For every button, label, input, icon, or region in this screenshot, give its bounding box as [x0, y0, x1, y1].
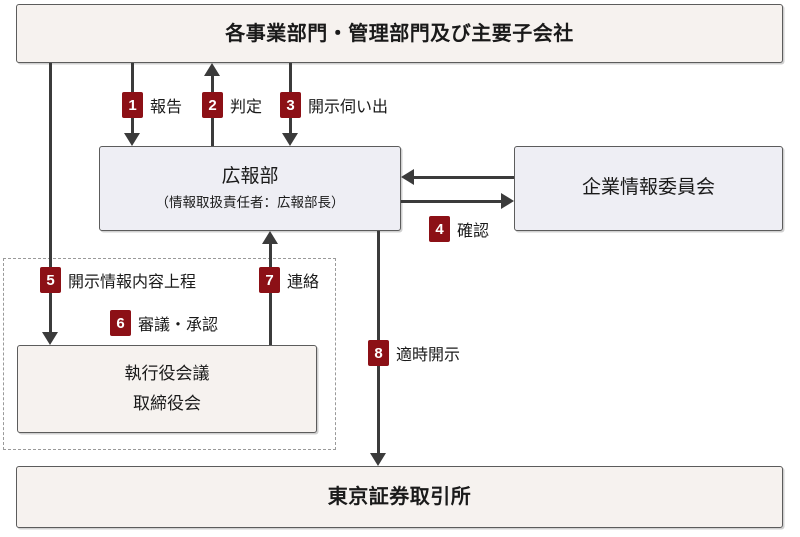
- connector-4-left-line: [414, 176, 514, 179]
- node-info-committee-label: 企業情報委員会: [581, 177, 715, 199]
- node-divisions[interactable]: 各事業部門・管理部門及び主要子会社: [16, 4, 783, 63]
- node-pr-department[interactable]: 広報部 （情報取扱責任者：広報部長）: [99, 146, 401, 231]
- connector-7-arrowhead: [262, 231, 278, 244]
- step-label-2: 2 判定: [202, 92, 264, 118]
- connector-5-line: [49, 63, 52, 338]
- step-label-1: 1 報告: [122, 92, 184, 118]
- connector-5-arrowhead: [42, 332, 58, 345]
- node-exchange[interactable]: 東京証券取引所: [16, 466, 783, 528]
- connector-8-arrowhead: [370, 453, 386, 466]
- step-4-text: 確認: [456, 217, 491, 241]
- node-divisions-label: 各事業部門・管理部門及び主要子会社: [225, 22, 574, 45]
- step-2-text: 判定: [229, 93, 264, 117]
- step-7-text: 連絡: [286, 268, 321, 292]
- connector-4-right-line: [401, 200, 501, 203]
- step-5-number: 5: [40, 267, 61, 293]
- step-1-text: 報告: [149, 93, 184, 117]
- step-label-8: 8 適時開示: [368, 340, 462, 366]
- step-label-6: 6 審議・承認: [110, 310, 220, 336]
- node-board-line2: 取締役会: [133, 394, 201, 413]
- step-label-5: 5 開示情報内容上程: [40, 267, 198, 293]
- step-3-text: 開示伺い出: [307, 93, 390, 117]
- node-pr-department-sublabel: （情報取扱責任者：広報部長）: [155, 195, 345, 211]
- node-pr-department-label: 広報部: [221, 166, 279, 188]
- step-6-text: 審議・承認: [137, 311, 220, 335]
- connector-3-arrowhead: [282, 133, 298, 146]
- step-7-number: 7: [259, 267, 280, 293]
- connector-4-left-arrowhead: [401, 169, 414, 185]
- step-label-3: 3 開示伺い出: [280, 92, 390, 118]
- connector-1-arrowhead: [124, 133, 140, 146]
- step-2-number: 2: [202, 92, 223, 118]
- step-3-number: 3: [280, 92, 301, 118]
- step-8-number: 8: [368, 340, 389, 366]
- step-5-text: 開示情報内容上程: [67, 268, 198, 292]
- node-exchange-label: 東京証券取引所: [327, 486, 472, 508]
- step-8-text: 適時開示: [395, 341, 462, 365]
- step-4-number: 4: [429, 216, 450, 242]
- step-label-4: 4 確認: [429, 216, 491, 242]
- step-6-number: 6: [110, 310, 131, 336]
- node-board-line1: 執行役会議: [124, 364, 210, 384]
- connector-2-arrowhead: [204, 63, 220, 76]
- step-label-7: 7 連絡: [259, 267, 321, 293]
- connector-4-right-arrowhead: [501, 193, 514, 209]
- step-1-number: 1: [122, 92, 143, 118]
- node-board[interactable]: 執行役会議 取締役会: [17, 345, 317, 433]
- node-info-committee[interactable]: 企業情報委員会: [514, 146, 783, 231]
- board-group-dashed-boundary: [3, 258, 336, 450]
